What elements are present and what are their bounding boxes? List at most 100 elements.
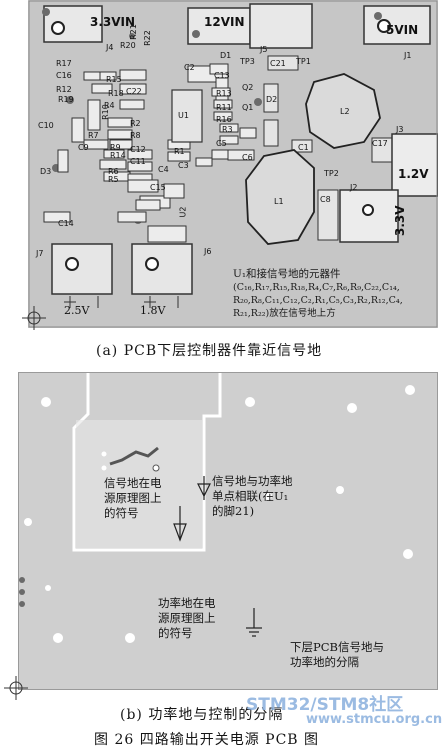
mounting-hole	[254, 98, 262, 106]
ref-c22: C22	[126, 87, 142, 96]
caption-a: (a) PCB下层控制器件靠近信号地	[96, 343, 323, 359]
ref-c6: C6	[242, 153, 253, 162]
ref-r22: R22	[142, 30, 152, 46]
pcb-artwork-a	[28, 0, 438, 328]
ref-r1: R1	[174, 147, 185, 156]
note-line-4: R₂₁,R₂₂)放在信号地上方	[233, 308, 336, 319]
single-point-arrow	[197, 483, 211, 498]
ref-c5: C5	[216, 139, 227, 148]
cap-c8	[317, 189, 339, 241]
connector-pin	[377, 19, 391, 33]
ref-c10: C10	[38, 121, 54, 130]
connector-j6	[131, 243, 193, 295]
ref-r20: R20	[120, 41, 136, 50]
ref-d2: D2	[266, 95, 278, 104]
mounting-hole	[347, 403, 357, 413]
pad-column	[19, 577, 25, 607]
ref-c9: C9	[78, 143, 89, 152]
note-line-2: (C₁₆,R₁₇,R₁₅,R₁₈,R₄,C₇,R₆,R₉,C₂₂,C₁₄,	[233, 282, 400, 293]
ref-r3: R3	[222, 125, 233, 134]
board-outline	[28, 0, 438, 328]
mounting-hole	[264, 492, 272, 500]
connector-pin	[51, 21, 65, 35]
smd-footprints-left	[43, 63, 257, 223]
ref-c4: C4	[158, 165, 169, 174]
ref-j2: J2	[350, 183, 358, 192]
ref-r8: R8	[130, 131, 141, 140]
ref-j7: J7	[36, 249, 44, 258]
rail-label-12v: 12VIN	[204, 15, 245, 29]
ref-r12: R12	[56, 85, 72, 94]
note-line-1: 信号地与功率地	[212, 474, 293, 488]
note-line-2: 单点相联(在U₁	[212, 489, 289, 503]
figure-title: 图 26 四路输出开关电源 PCB 图	[94, 732, 320, 748]
note-line-1: 功率地在电	[158, 596, 216, 610]
voltage-label-3v3-vertical: 3.3V	[393, 205, 407, 236]
ref-r18: R18	[108, 89, 124, 98]
registration-mark-a	[22, 306, 46, 330]
ref-c16: C16	[56, 71, 72, 80]
ref-l1: L1	[274, 197, 284, 206]
ref-c1: C1	[298, 143, 309, 152]
ref-tp2: TP2	[324, 169, 339, 178]
note-line-1: 信号地在电	[104, 476, 162, 490]
registration-mark-b	[4, 676, 28, 700]
mounting-hole	[405, 385, 415, 395]
watermark-url: www.stmcu.org.cn	[306, 712, 443, 727]
ref-j3: J3	[396, 125, 404, 134]
ref-q2: Q2	[242, 83, 254, 92]
connector-j1	[363, 5, 431, 45]
board-outline	[18, 372, 438, 690]
chip-u1	[171, 89, 203, 143]
inductor-l2	[305, 73, 381, 149]
ref-j1: J1	[404, 51, 412, 60]
ref-r13: R13	[216, 89, 232, 98]
note-line-2: 源原理图上	[158, 611, 216, 625]
connector-j2	[339, 189, 399, 243]
ref-u2: U2	[178, 206, 188, 218]
ref-r16: R16	[216, 115, 232, 124]
trace-detail	[109, 446, 159, 466]
ref-c21: C21	[270, 59, 286, 68]
diode-d1	[263, 119, 279, 147]
ref-d3: D3	[40, 167, 52, 176]
via	[152, 464, 160, 472]
cap-c1	[291, 139, 313, 153]
ref-c15: C15	[150, 183, 166, 192]
ref-c11: C11	[130, 157, 146, 166]
pcb-layout-control-side: 3.3VIN 12VIN 5VIN 1.2V 3.3V R20 R21 R22 …	[28, 0, 438, 328]
rail-label-5v: 5VIN	[386, 23, 419, 37]
ground-split-note: 下层PCB信号地与 功率地的分隔	[290, 640, 384, 670]
ref-u1: U1	[178, 111, 189, 120]
mounting-hole	[403, 549, 413, 559]
ref-r5: R5	[108, 175, 119, 184]
ref-c12: C12	[130, 145, 146, 154]
ref-r17: R17	[56, 59, 72, 68]
signal-ground-plane	[76, 420, 202, 548]
ref-r7: R7	[88, 131, 99, 140]
ref-j5: J5	[260, 45, 268, 54]
mounting-hole	[66, 96, 74, 104]
note-line-3: 的符号	[158, 626, 193, 640]
cap-c21	[267, 55, 299, 71]
ref-r2: R2	[130, 119, 141, 128]
power-ground-symbol-note: 功率地在电 源原理图上 的符号	[158, 596, 216, 641]
ref-c14: C14	[58, 219, 74, 228]
ref-q1: Q1	[242, 103, 254, 112]
connector-pin	[362, 204, 374, 216]
pcb-ground-split: 信号地在电 源原理图上 的符号 信号地与功率地 单点相联(在U₁ 的脚21) 功…	[18, 372, 438, 690]
pcb-artwork-b	[18, 372, 438, 690]
ref-r14: R14	[110, 151, 126, 160]
note-line-2: 功率地的分隔	[290, 655, 359, 669]
connector-j3	[391, 133, 438, 197]
voltage-label-2v5: 2.5V	[64, 304, 90, 317]
mounting-hole	[336, 486, 344, 494]
mounting-hole	[53, 633, 63, 643]
ref-j4: J4	[106, 43, 114, 52]
signal-ground-boundary	[72, 372, 222, 552]
ref-r9: R9	[110, 143, 121, 152]
connector-pin	[65, 257, 79, 271]
mounting-hole	[24, 518, 32, 526]
ref-r19: R19	[58, 95, 74, 104]
watermark-logo: STM32/STM8社区	[246, 695, 404, 715]
